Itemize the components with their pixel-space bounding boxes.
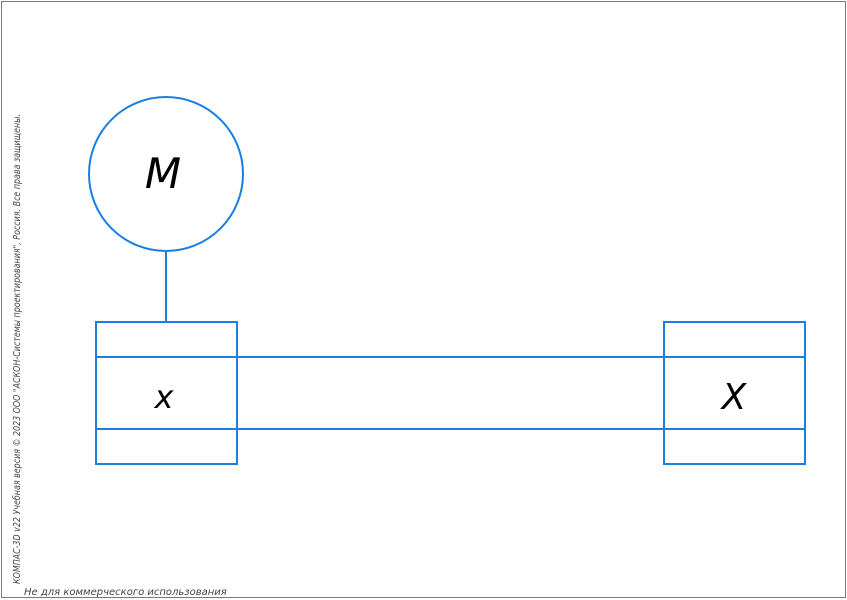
right-box-outline	[663, 321, 806, 465]
motor-label: M	[145, 149, 181, 198]
right-box-label: X	[720, 377, 748, 418]
vertical-watermark: КОМПАС-3D v22 Учебная версия © 2023 ООО …	[11, 114, 23, 584]
left-box-label: x	[154, 378, 175, 416]
left-box: x	[95, 321, 238, 465]
right-box: X	[663, 321, 806, 465]
motor-symbol: M	[88, 96, 244, 252]
left-box-outline	[95, 321, 238, 465]
bottom-watermark: Не для коммерческого использования	[24, 587, 227, 598]
